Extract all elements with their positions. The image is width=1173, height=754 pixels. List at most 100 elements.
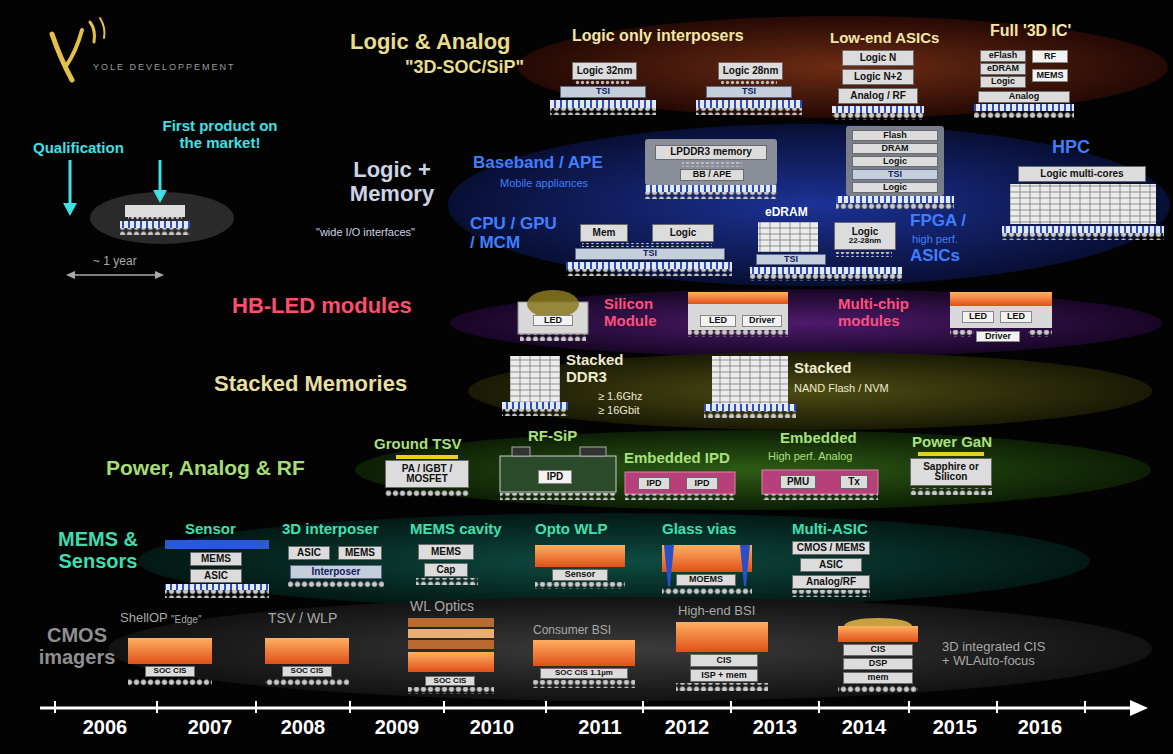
label-text: Ground TSV <box>374 436 462 453</box>
roadmap-band: Stacked Memories <box>208 352 1153 432</box>
label-text: Stacked DDR3 <box>566 352 636 385</box>
label-text: Glass vias <box>662 521 736 538</box>
die-box: eDRAM <box>980 63 1026 75</box>
die-label: CIS <box>847 645 909 654</box>
die-label: Logic <box>856 183 934 192</box>
die-box: TSI <box>575 248 725 260</box>
die-label: 22-28nm <box>838 237 892 245</box>
label-text: RF-SiP <box>528 428 577 445</box>
die-box: Logic 28nm <box>718 62 783 80</box>
die-label: Logic N+2 <box>846 72 910 83</box>
die-label: ASIC <box>292 548 326 559</box>
die-box: RF <box>1032 50 1068 63</box>
die-label: MEMS <box>422 547 470 558</box>
die-box: PA / IGBT / MOSFET <box>385 460 469 488</box>
label-text: Low-end ASICs <box>830 30 939 47</box>
die-box: IPD <box>686 477 718 490</box>
row-title: Logic & Analog <box>350 30 511 54</box>
year-label: 2008 <box>275 716 331 738</box>
die-label: DRAM <box>856 144 934 153</box>
label-text: ~ 1 year <box>93 255 137 268</box>
die-label: ASIC <box>194 571 238 582</box>
year-label: 2009 <box>369 716 425 738</box>
label-text: Stacked <box>794 360 852 377</box>
die-label: CIS <box>694 656 754 665</box>
die-box: CIS <box>843 644 913 656</box>
die-label: eFlash <box>984 51 1022 60</box>
die-label: TSI <box>564 87 642 96</box>
die-box: SOC CIS 1.1µm <box>540 668 628 679</box>
year-label: 2015 <box>927 716 983 738</box>
die-box: TSI <box>706 86 792 98</box>
roadmap-band: Logic + Memory"wide I/O interfaces"LPDDR… <box>310 122 1172 288</box>
year-label: 2010 <box>464 716 520 738</box>
year-label: 2012 <box>659 716 715 738</box>
die-box: ISP + mem <box>690 669 758 682</box>
die-label: eDRAM <box>984 64 1022 73</box>
label-text: TSV / WLP <box>268 611 337 626</box>
label-text: CPU / GPU / MCM <box>470 215 562 252</box>
label-text: Sensor <box>185 521 236 538</box>
label-text: ShellOP <box>120 611 168 625</box>
label-text: NAND Flash / NVM <box>794 382 889 394</box>
label-text: Power GaN <box>912 434 992 451</box>
die-box: Analog/RF <box>792 575 870 589</box>
die-box: Logic N+2 <box>842 69 914 85</box>
die-label: LED <box>704 316 732 325</box>
die-box: MEMS <box>418 544 474 560</box>
row-subtitle: "3D-SOC/SiP" <box>405 58 524 78</box>
die-box: Analog <box>978 91 1070 103</box>
row-title: HB-LED modules <box>232 294 412 318</box>
die-box: Logic N <box>842 50 914 66</box>
die-box: Driver <box>976 331 1020 342</box>
year-label: 2006 <box>77 716 133 738</box>
die-box: MEMS <box>1032 69 1068 82</box>
label-text: First product on the market! <box>150 118 290 151</box>
label-text: Mobile appliances <box>500 177 588 189</box>
die-box: MOEMS <box>676 574 736 586</box>
die-box: Logic 32nm <box>572 62 637 80</box>
die-box: Tx <box>840 475 868 489</box>
die-label: DSP <box>847 659 909 668</box>
die-box: CMOS / MEMS <box>792 541 870 555</box>
die-box: LED <box>700 315 736 327</box>
die-label: Driver <box>746 316 778 325</box>
die-label: TSI <box>710 87 788 96</box>
label-text: ≥ 1.6Ghz <box>598 390 643 402</box>
die-label: Logic <box>984 77 1022 86</box>
die-box: Logic <box>652 224 714 242</box>
die-box: MEMS <box>190 552 242 566</box>
die-label: Sensor <box>556 570 604 579</box>
die-label: mem <box>847 673 909 682</box>
die-box: LED <box>533 315 573 326</box>
row-title: Power, Analog & RF <box>106 456 305 479</box>
label-text: Silicon Module <box>604 296 668 329</box>
die-box: CIS <box>690 654 758 667</box>
die-label: Analog <box>982 92 1066 101</box>
die-box: Sensor <box>552 569 608 581</box>
year-label: 2011 <box>572 716 628 738</box>
die-label: SOC CIS 1.1µm <box>544 669 624 677</box>
die-label: Analog/RF <box>796 577 866 588</box>
label-text: HPC <box>1052 138 1090 158</box>
die-label: Logic multi-cores <box>1022 169 1142 180</box>
die-box: Logic22-28nm <box>834 222 896 250</box>
die-box: Logic <box>852 182 938 193</box>
die-label: LED <box>1004 312 1028 321</box>
die-box: Sapphire or Silicon <box>910 458 992 486</box>
die-label: Logic <box>656 228 710 239</box>
label-text: ≥ 16Gbit <box>598 404 640 416</box>
label-text: Multi-chip modules <box>838 296 938 329</box>
label-text: 3D interposer <box>282 521 379 538</box>
label-text: YOLE DEVELOPPEMENT <box>93 63 236 73</box>
die-label: Logic N <box>846 53 910 64</box>
die-label: LED <box>537 316 569 325</box>
die-label: MEMS <box>1036 71 1064 80</box>
die-label: LED <box>966 312 990 321</box>
die-label: IPD <box>542 472 568 483</box>
row-title: Stacked Memories <box>214 372 407 396</box>
die-box: Logic multi-cores <box>1018 166 1146 182</box>
die-box: LED <box>1000 311 1032 323</box>
die-label: Logic <box>856 157 934 166</box>
